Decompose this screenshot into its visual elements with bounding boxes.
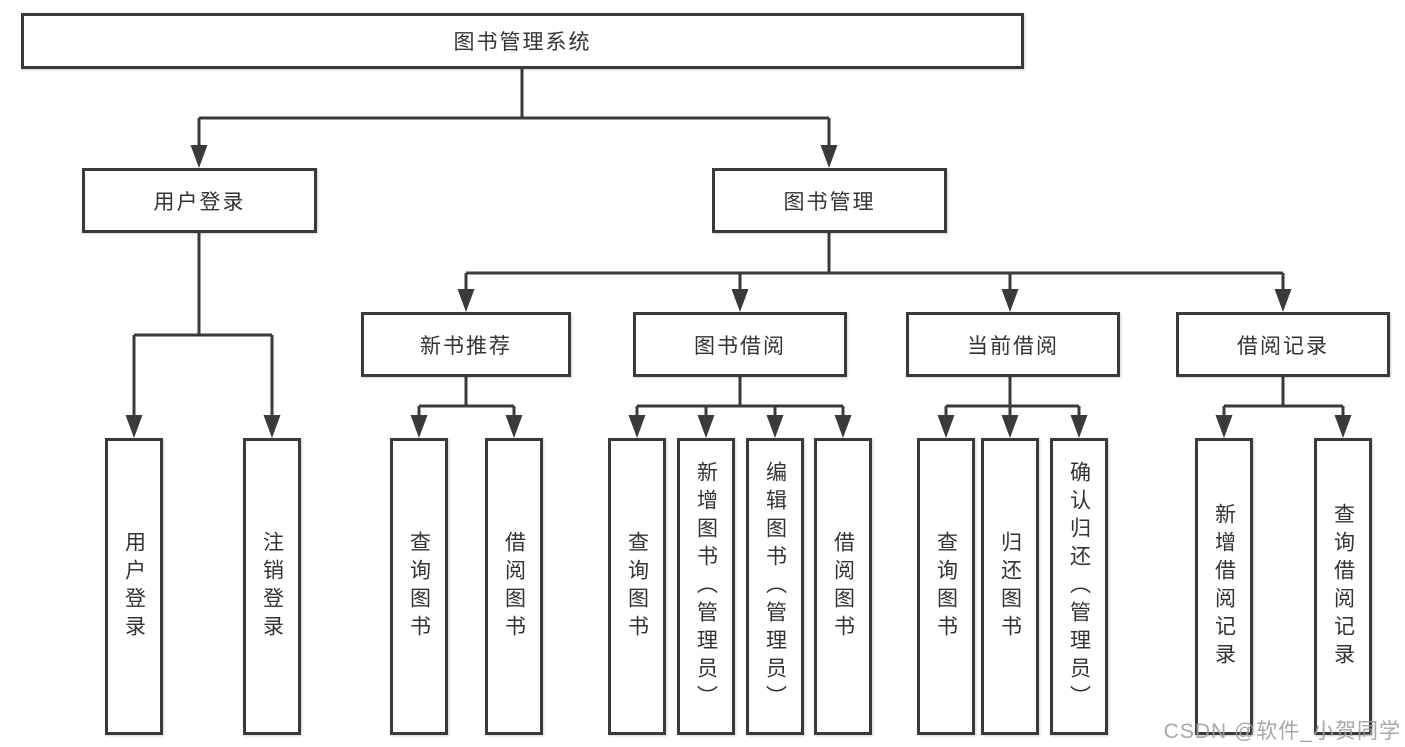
arrow-down-icon: [1334, 415, 1352, 438]
arrow-down-icon: [1070, 415, 1088, 438]
node-user-login: 用户登录: [82, 168, 317, 233]
arrow-down-icon: [263, 415, 281, 438]
leaf-rec-query-books: 查询图书: [390, 438, 448, 735]
leaf-borrow-edit-books-admin: 编辑图书（管理员）: [746, 438, 804, 735]
leaf-label: 新增图书（管理员）: [694, 460, 718, 713]
leaf-label: 归还图书: [998, 530, 1022, 643]
leaf-label: 借阅图书: [502, 530, 526, 643]
arrow-down-icon: [1001, 289, 1019, 312]
connector-borrow-records-bus: [1222, 377, 1345, 418]
node-new-book-recommend: 新书推荐: [361, 312, 571, 377]
arrowhead-icons: [125, 145, 1352, 438]
arrow-down-icon: [820, 145, 838, 168]
arrow-down-icon: [505, 415, 523, 438]
arrow-down-icon: [1215, 415, 1233, 438]
connector-new-book-rec-bus: [417, 377, 516, 418]
leaf-rec-borrow-books: 借阅图书: [485, 438, 543, 735]
arrow-down-icon: [937, 415, 955, 438]
arrow-down-icon: [628, 415, 646, 438]
leaf-label: 查询图书: [625, 530, 649, 643]
leaf-current-return-books: 归还图书: [981, 438, 1039, 735]
node-book-borrowing: 图书借阅: [633, 312, 847, 377]
connector-user-login-bus: [132, 233, 274, 418]
leaf-label: 查询借阅记录: [1331, 502, 1355, 671]
arrow-down-icon: [457, 289, 475, 312]
connector-book-borrow-bus: [635, 377, 845, 418]
leaf-borrow-borrow-books: 借阅图书: [814, 438, 872, 735]
csdn-watermark: CSDN @软件_小贺同学: [1163, 720, 1401, 743]
leaf-label: 用户登录: [122, 530, 146, 643]
arrow-down-icon: [1001, 415, 1019, 438]
connector-book-mgmt-bus: [464, 233, 1285, 292]
leaf-label: 新增借阅记录: [1212, 502, 1236, 671]
node-current-borrowing: 当前借阅: [906, 312, 1120, 377]
leaf-logout: 注销登录: [243, 438, 301, 735]
node-book-management: 图书管理: [712, 168, 947, 233]
leaf-label: 确认归还（管理员）: [1067, 460, 1091, 713]
arrow-down-icon: [731, 289, 749, 312]
node-root-system: 图书管理系统: [21, 13, 1024, 69]
arrow-down-icon: [766, 415, 784, 438]
arrow-down-icon: [834, 415, 852, 438]
leaf-label: 借阅图书: [831, 530, 855, 643]
leaf-current-confirm-return-admin: 确认归还（管理员）: [1050, 438, 1108, 735]
connector-root-bus: [197, 69, 831, 148]
node-borrow-records: 借阅记录: [1176, 312, 1390, 377]
leaf-borrow-query-books: 查询图书: [608, 438, 666, 735]
arrow-down-icon: [125, 415, 143, 438]
connector-lines: [132, 69, 1345, 418]
leaf-borrow-add-books-admin: 新增图书（管理员）: [677, 438, 735, 735]
leaf-records-add-record: 新增借阅记录: [1195, 438, 1253, 735]
leaf-user-login: 用户登录: [105, 438, 163, 735]
arrow-down-icon: [410, 415, 428, 438]
connector-current-borrow-bus: [944, 377, 1081, 418]
arrow-down-icon: [697, 415, 715, 438]
arrow-down-icon: [1274, 289, 1292, 312]
leaf-records-query-record: 查询借阅记录: [1314, 438, 1372, 735]
leaf-label: 查询图书: [934, 530, 958, 643]
arrow-down-icon: [190, 145, 208, 168]
leaf-current-query-books: 查询图书: [917, 438, 975, 735]
leaf-label: 查询图书: [407, 530, 431, 643]
leaf-label: 注销登录: [260, 530, 284, 643]
leaf-label: 编辑图书（管理员）: [763, 460, 787, 713]
